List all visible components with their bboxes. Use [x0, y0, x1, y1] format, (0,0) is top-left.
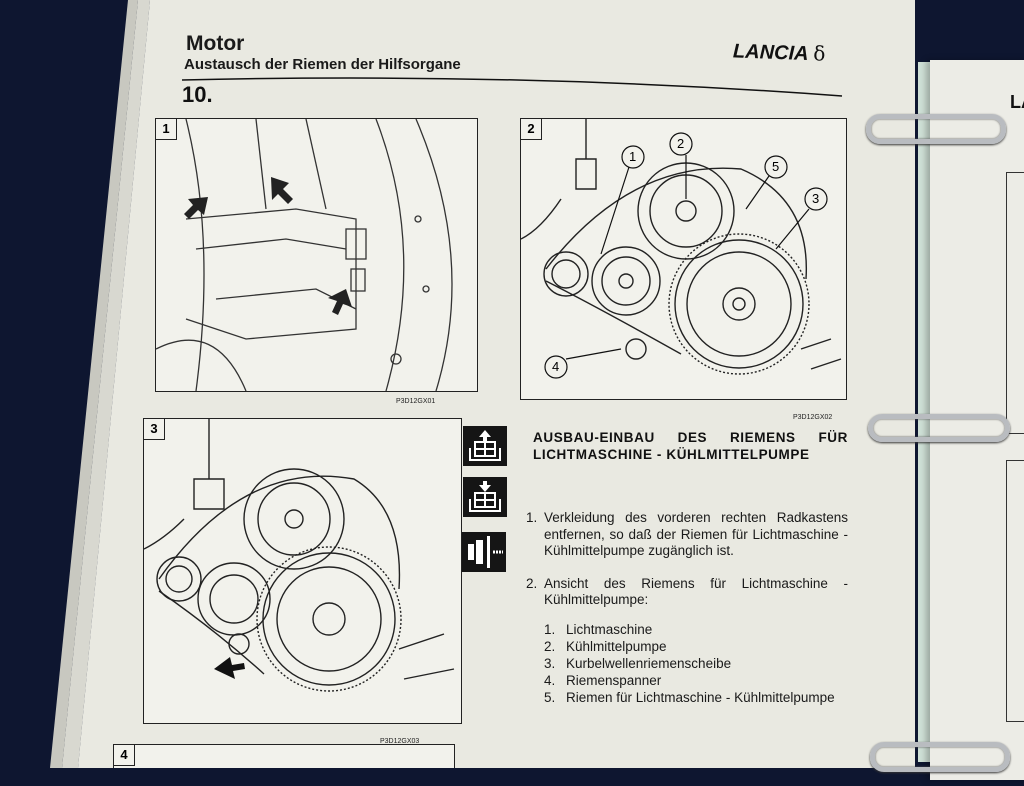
page-stack-edges [50, 0, 150, 768]
legend-item: 2.Kühlmittelpumpe [544, 638, 667, 654]
procedure-step: 1.Verkleidung des vorderen rechten Radka… [526, 510, 848, 558]
figure-3-drawing [144, 419, 455, 692]
callout-2: 2 [677, 136, 685, 151]
figure-caption: P3D12GX02 [793, 414, 833, 421]
figure-caption: P3D12GX03 [380, 738, 420, 745]
figure-4: 4 [113, 744, 455, 768]
figure-caption: P3D12GX01 [396, 398, 436, 405]
figure-1: 1 [155, 118, 478, 392]
figure-2: 2 1 2 3 4 5 [520, 118, 847, 400]
figure-number: 4 [114, 745, 135, 766]
section-subtitle: Austausch der Riemen der Hilfsorgane [184, 56, 461, 73]
brand-logo: LANCIA δ [732, 40, 826, 66]
right-page: LA [930, 60, 1024, 780]
procedure-step: 2.Ansicht des Riemens für Lichtmaschine … [526, 575, 848, 608]
callout-4: 4 [552, 359, 560, 374]
right-page-header: LA [1010, 92, 1024, 112]
figure-number: 2 [521, 119, 542, 140]
binder-ring [866, 114, 1006, 144]
legend-item: 3.Kurbelwellenriemenscheibe [544, 655, 732, 671]
callout-5: 5 [772, 159, 780, 174]
component-legend: 1.Lichtmaschine 2.Kühlmittelpumpe 3.Kurb… [544, 621, 848, 706]
figure-number: 1 [156, 119, 177, 140]
chapter-number: 10. [182, 82, 213, 107]
binder-ring [868, 414, 1010, 442]
callout-3: 3 [812, 191, 820, 206]
legend-item: 5.Riemen für Lichtmaschine - Kühlmittelp… [544, 689, 835, 705]
installation-icon [463, 477, 507, 517]
manual-page: Motor Austausch der Riemen der Hilfsorga… [78, 0, 915, 768]
figure-number: 3 [144, 419, 165, 440]
procedure-heading: AUSBAU-EINBAU DES RIEMENS FÜR LICHTMASCH… [533, 430, 848, 462]
section-title: Motor [186, 32, 245, 55]
procedure-body: 1.Verkleidung des vorderen rechten Radka… [526, 510, 848, 706]
inspection-icon [462, 532, 506, 572]
right-page-figure [1006, 172, 1024, 434]
figure-2-drawing [521, 119, 842, 379]
callout-1: 1 [629, 149, 637, 164]
legend-item: 4.Riemenspanner [544, 672, 662, 688]
removal-icon [463, 426, 507, 466]
right-page-edge [918, 62, 932, 762]
figure-1-drawing [156, 119, 453, 391]
legend-item: 1.Lichtmaschine [544, 621, 653, 637]
figure-3: 3 [143, 418, 462, 724]
right-page-figure [1006, 460, 1024, 722]
